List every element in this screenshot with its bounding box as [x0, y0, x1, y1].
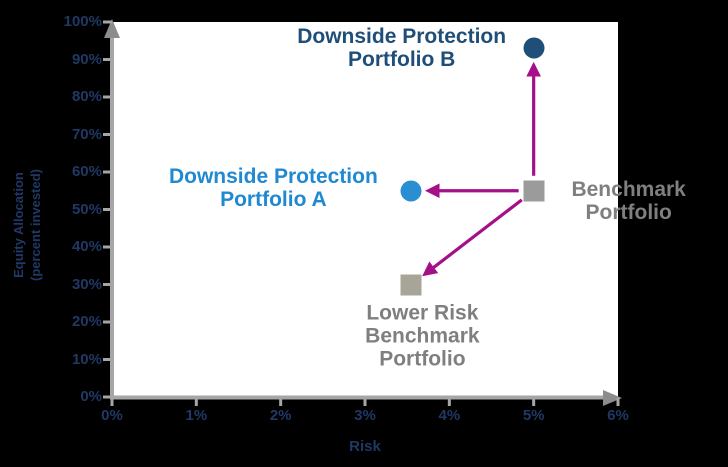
- y-axis-title-line2: (percent invested): [28, 169, 43, 281]
- x-tick-label: 2%: [269, 407, 292, 424]
- label-line: Portfolio: [379, 347, 466, 370]
- label-line: Benchmark: [365, 324, 480, 347]
- label-line: Benchmark: [571, 177, 686, 201]
- y-tick-label: 60%: [71, 163, 102, 180]
- x-axis-title: Risk: [349, 438, 381, 455]
- y-tick-label: 80%: [71, 88, 102, 105]
- x-tick-label: 3%: [354, 407, 376, 424]
- y-tick-label: 0%: [80, 388, 102, 405]
- point-portfolio-a: [400, 180, 422, 202]
- label-line: Portfolio B: [347, 48, 456, 72]
- point-lower-risk: [400, 274, 422, 295]
- label-line: Portfolio A: [220, 187, 327, 211]
- y-tick-label: 20%: [71, 313, 102, 330]
- change-arrows: [422, 61, 542, 277]
- x-tick-label: 1%: [185, 407, 208, 424]
- y-tick-label: 50%: [71, 200, 102, 218]
- point-portfolio-b: [523, 37, 545, 59]
- y-axis-arrowhead-icon: [104, 19, 120, 38]
- x-tick-label: 4%: [438, 407, 461, 424]
- label-line: Portfolio: [585, 200, 672, 224]
- axis-ticks: [103, 20, 620, 406]
- y-tick-label: 30%: [71, 275, 102, 293]
- x-tick-label: 5%: [522, 407, 545, 424]
- label-line: Lower Risk: [366, 301, 479, 324]
- y-tick-label: 90%: [71, 50, 102, 68]
- y-tick-label: 70%: [71, 125, 102, 143]
- arrow-benchmark-to-lower-risk: [422, 198, 523, 277]
- label-line: Downside Protection: [168, 164, 378, 188]
- x-tick-label: 0%: [101, 407, 123, 424]
- y-axis-title-line1: Equity Allocation: [11, 172, 26, 278]
- x-axis: [110, 390, 622, 406]
- x-tick-label: 6%: [607, 407, 629, 424]
- y-tick-label: 10%: [71, 350, 102, 368]
- label-line: Downside Protection: [297, 25, 507, 49]
- point-benchmark: [523, 180, 545, 202]
- y-tick-label: 100%: [63, 13, 102, 30]
- y-tick-label: 40%: [71, 238, 102, 255]
- x-axis-arrowhead-icon: [603, 390, 622, 406]
- y-axis-title: Equity Allocation (percent invested): [10, 115, 46, 335]
